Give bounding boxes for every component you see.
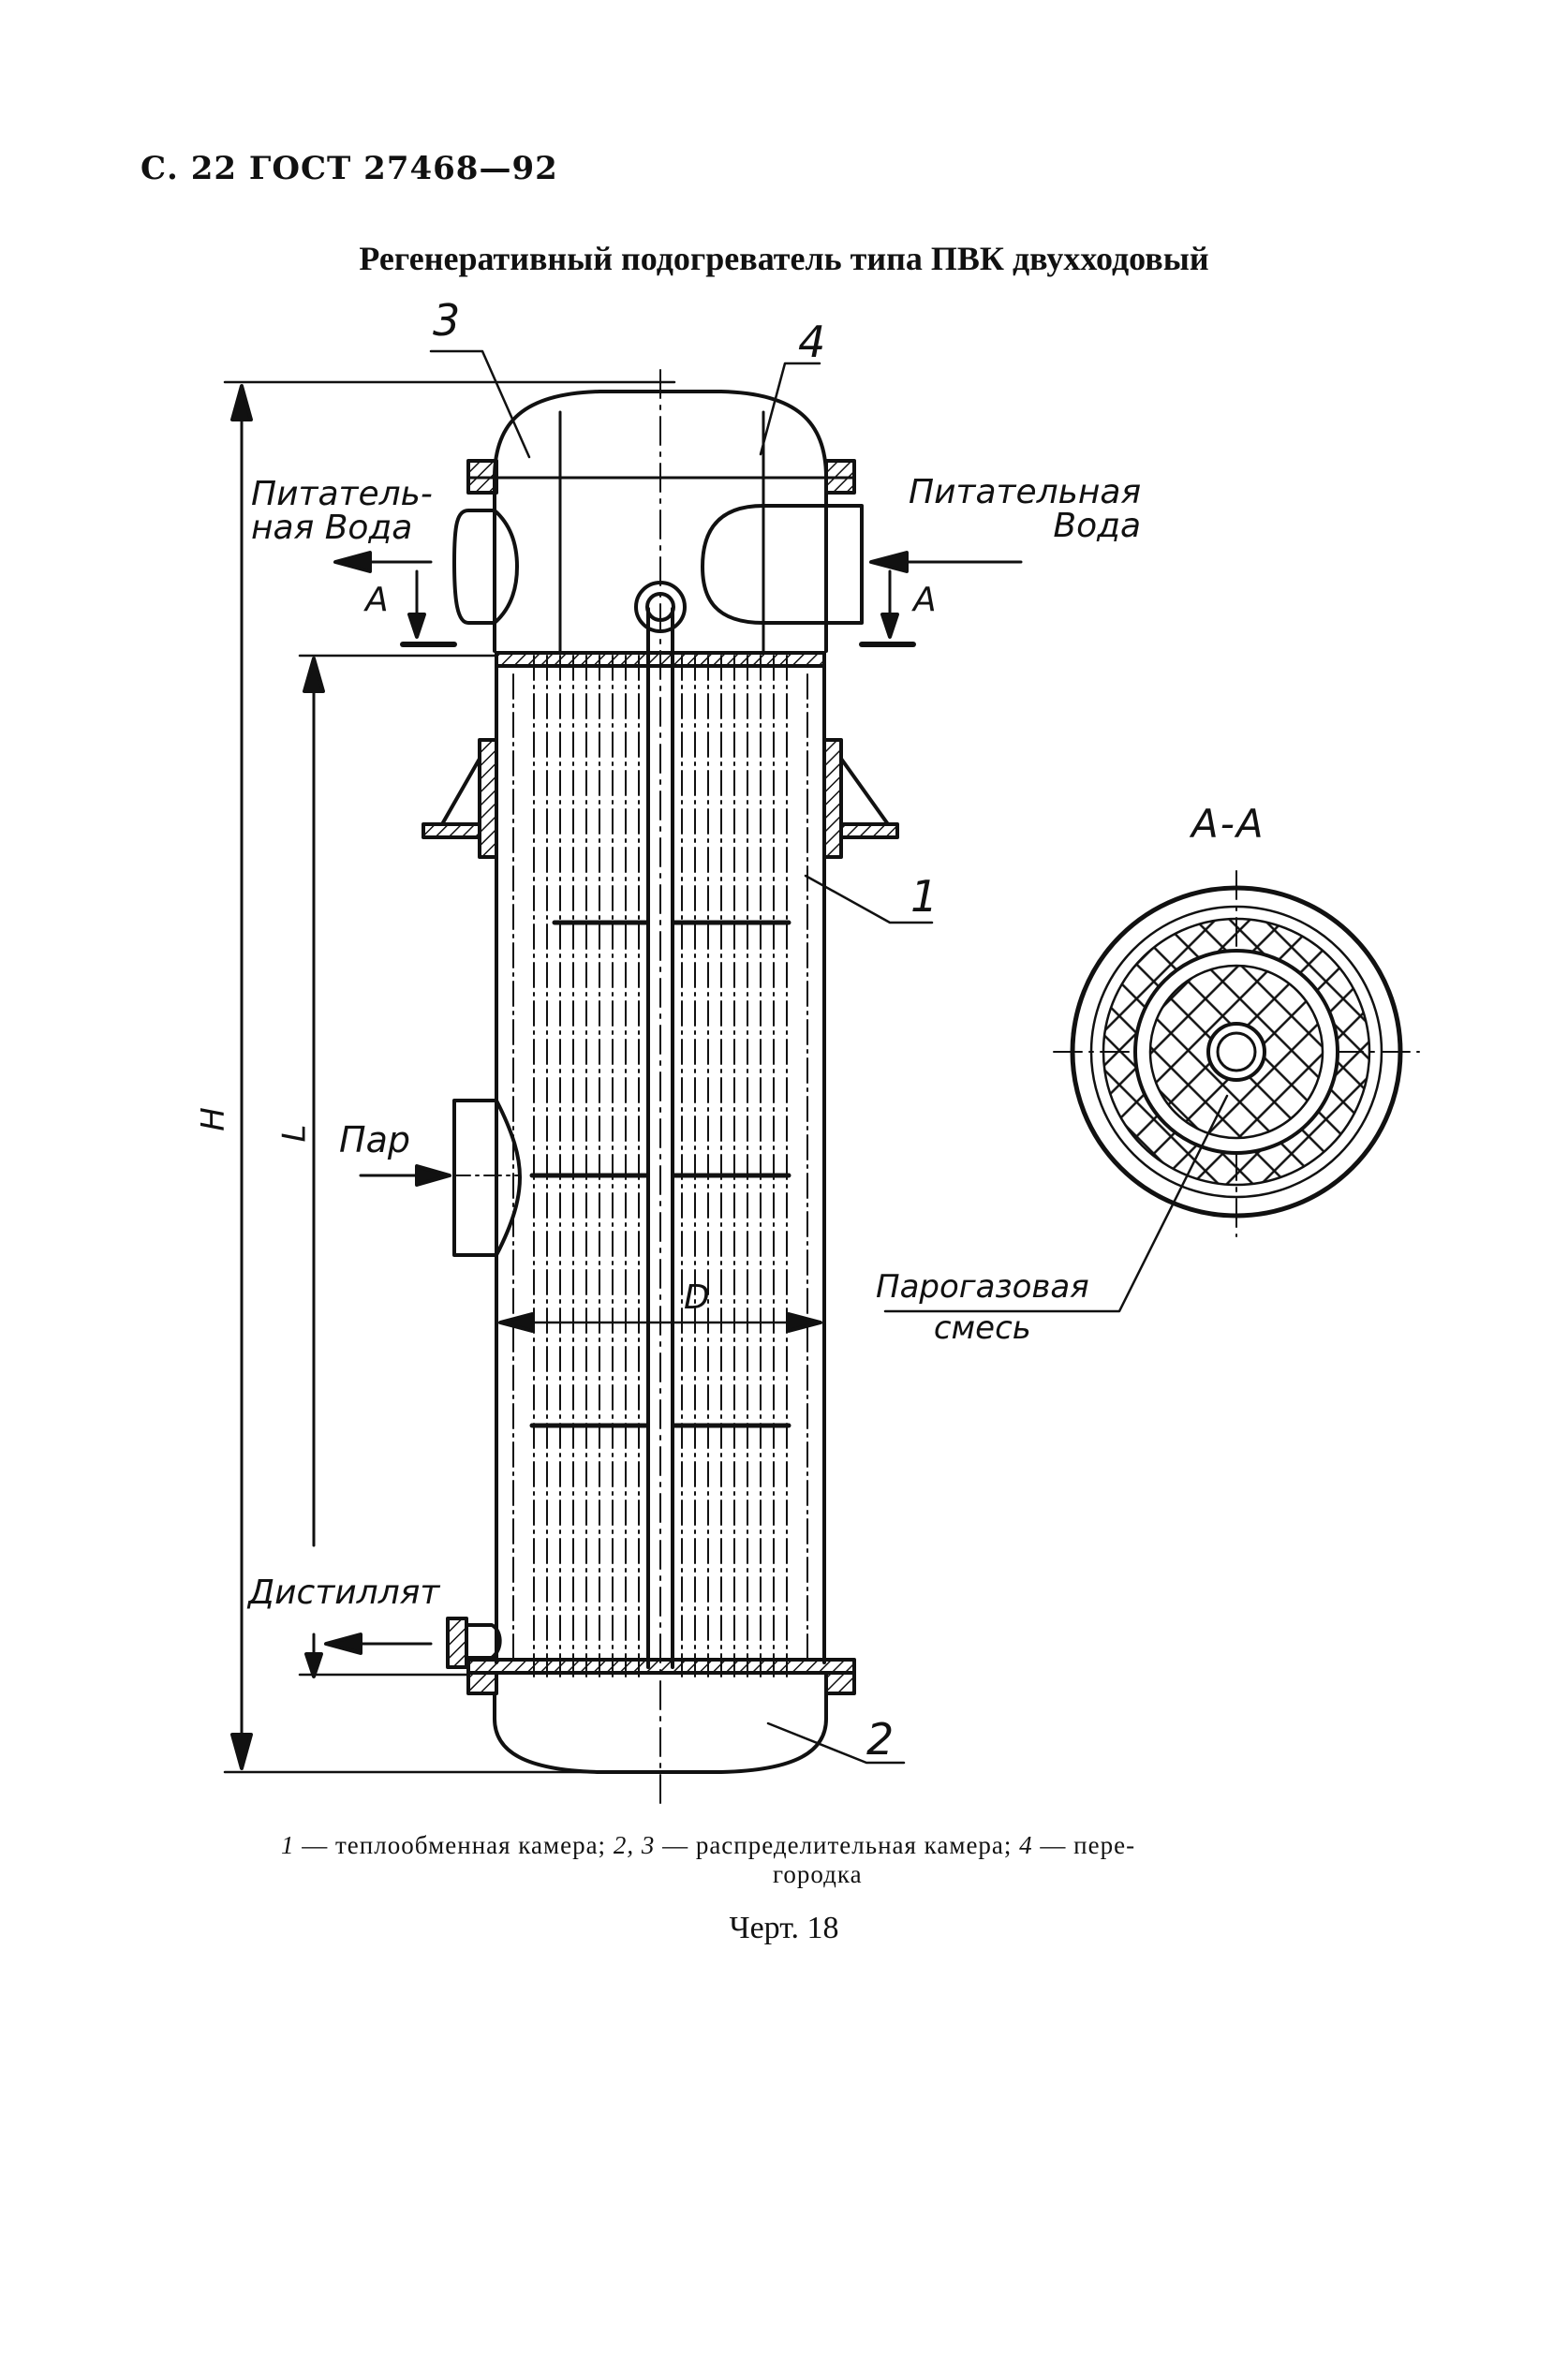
callout-2: 2 (866, 1714, 895, 1765)
callout-3: 3 (433, 295, 461, 346)
dimension-h: Н (194, 1107, 232, 1131)
callout-1: 1 (910, 871, 939, 922)
caption-line-2: городка (773, 1860, 863, 1888)
dimension-l: L (275, 1124, 314, 1143)
caption: 1 — теплообменная камера; 2, 3 — распред… (281, 1831, 1358, 1889)
page-header: С. 22 ГОСТ 27468—92 (141, 150, 558, 187)
caption-num-2: 2, 3 (613, 1831, 656, 1859)
section-mark-right: А (913, 581, 937, 619)
caption-text-4: — пере- (1032, 1831, 1136, 1859)
caption-num-1: 1 (281, 1831, 295, 1859)
label-distillate: Дистиллят (248, 1574, 440, 1612)
dimension-d: D (684, 1278, 710, 1317)
label-feed-water-in: Питательная Вода (909, 473, 1142, 545)
label-steam: Пар (339, 1119, 410, 1160)
drawing-title: Регенеративный подогреватель типа ПВК дв… (359, 240, 1209, 277)
section-title: А-А (1191, 801, 1265, 847)
caption-num-4: 4 (1019, 1831, 1033, 1859)
section-mark-left: А (365, 581, 389, 619)
label-feed-water-out: Питатель- ная Вода (251, 475, 433, 547)
caption-text-1: — теплообменная камера; (294, 1831, 614, 1859)
label-steam-gas-mix: Парогазовая смесь (876, 1268, 1089, 1347)
callout-4: 4 (798, 317, 826, 367)
figure-label: Черт. 18 (729, 1911, 839, 1945)
caption-text-2: — распределительная камера; (655, 1831, 1020, 1859)
caption-line-1: 1 — теплообменная камера; 2, 3 — распред… (281, 1831, 1358, 1860)
